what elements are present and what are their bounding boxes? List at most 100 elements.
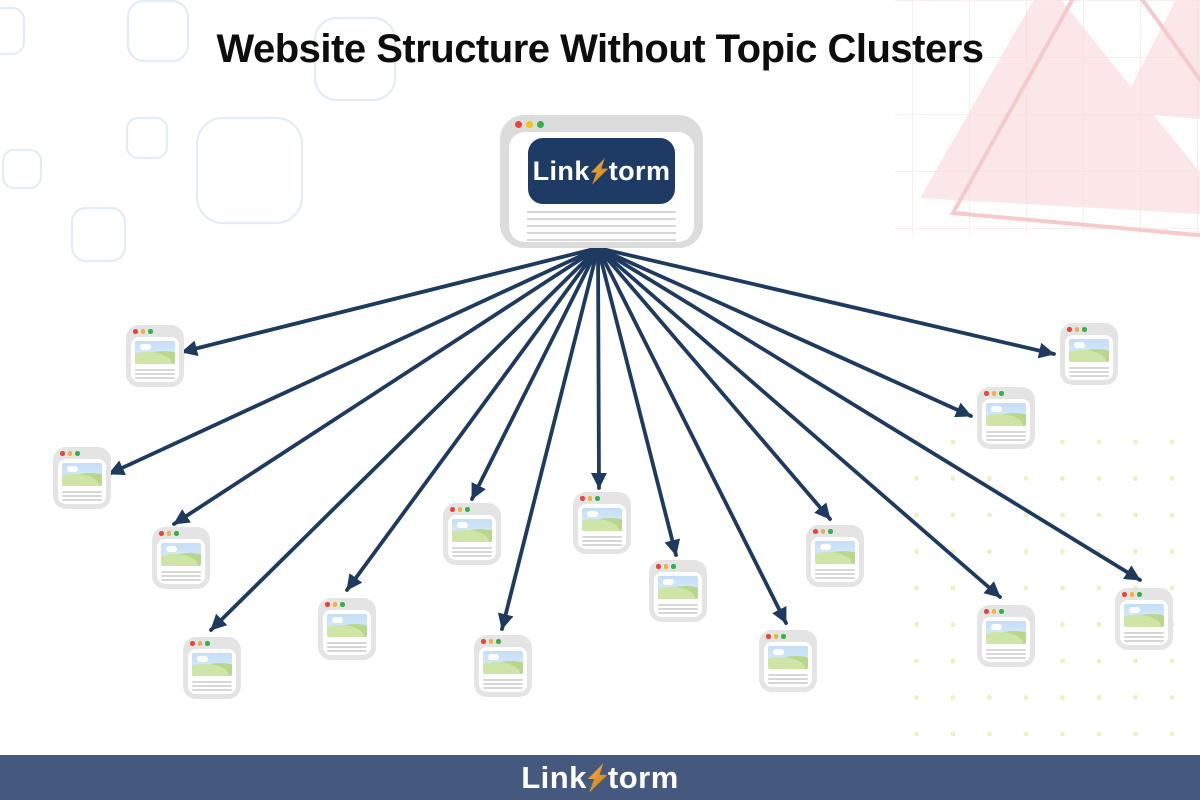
hub-to-page-arrow bbox=[470, 246, 600, 501]
page-traffic-lights bbox=[580, 496, 600, 501]
image-placeholder-icon bbox=[62, 463, 102, 486]
hub-to-page-arrow bbox=[596, 246, 832, 521]
orange-dot-icon bbox=[332, 602, 337, 607]
hill-icon bbox=[986, 632, 1023, 644]
hill-icon bbox=[62, 474, 99, 486]
red-dot-icon bbox=[984, 391, 989, 396]
green-dot-icon bbox=[465, 507, 470, 512]
red-dot-icon bbox=[481, 639, 486, 644]
red-dot-icon bbox=[450, 507, 455, 512]
image-placeholder-icon bbox=[452, 519, 492, 542]
page-traffic-lights bbox=[656, 564, 676, 569]
hub-to-page-arrow bbox=[596, 246, 1142, 582]
red-dot-icon bbox=[133, 329, 138, 334]
page-content-area bbox=[479, 647, 527, 692]
page-content-area bbox=[982, 617, 1030, 662]
placeholder-text-lines bbox=[658, 604, 698, 617]
placeholder-text-lines bbox=[582, 536, 622, 549]
page-content-area bbox=[448, 515, 496, 560]
placeholder-text-lines bbox=[161, 571, 201, 584]
green-dot-icon bbox=[496, 639, 501, 644]
hub-to-page-arrow bbox=[596, 246, 1056, 359]
green-dot-icon bbox=[174, 531, 179, 536]
hub-to-page-arrow bbox=[209, 246, 600, 632]
hill-icon bbox=[192, 664, 229, 676]
green-dot-icon bbox=[340, 602, 345, 607]
page-content-area bbox=[982, 399, 1030, 444]
placeholder-text-lines bbox=[986, 649, 1026, 662]
image-placeholder-icon bbox=[483, 651, 523, 674]
red-dot-icon bbox=[190, 641, 195, 646]
hill-icon bbox=[815, 552, 852, 564]
yellow-dot-icon bbox=[526, 121, 533, 128]
linkstorm-logo: Link torm bbox=[528, 138, 675, 204]
orange-dot-icon bbox=[67, 451, 72, 456]
yellow-dot-grid-decor bbox=[908, 432, 1192, 736]
red-dot-icon bbox=[1122, 592, 1127, 597]
image-placeholder-icon bbox=[768, 646, 808, 669]
cloud-icon bbox=[663, 579, 674, 585]
footer-bar: Link torm bbox=[0, 755, 1200, 800]
image-placeholder-icon bbox=[815, 541, 855, 564]
hill-icon bbox=[1069, 350, 1106, 362]
page-content-area bbox=[1065, 335, 1113, 380]
cloud-icon bbox=[67, 466, 78, 472]
child-page-icon bbox=[318, 598, 376, 660]
red-dot-icon bbox=[515, 121, 522, 128]
page-traffic-lights bbox=[813, 529, 833, 534]
child-page-icon bbox=[183, 637, 241, 699]
orange-dot-icon bbox=[1074, 327, 1079, 332]
page-traffic-lights bbox=[481, 639, 501, 644]
orange-dot-icon bbox=[587, 496, 592, 501]
footer-logo-link-text: Link bbox=[521, 759, 587, 795]
browser-content-area: Link torm bbox=[509, 132, 694, 242]
hub-browser-window: Link torm bbox=[500, 115, 703, 248]
logo-storm-text: torm bbox=[608, 155, 671, 186]
lightning-bolt-icon bbox=[590, 157, 609, 185]
hub-to-page-arrow bbox=[590, 246, 607, 490]
hub-to-page-arrow bbox=[596, 246, 973, 418]
child-page-icon bbox=[977, 387, 1035, 449]
orange-dot-icon bbox=[991, 609, 996, 614]
page-traffic-lights bbox=[766, 634, 786, 639]
red-dot-icon bbox=[1067, 327, 1072, 332]
child-page-icon bbox=[649, 560, 707, 622]
child-page-icon bbox=[126, 325, 184, 387]
page-traffic-lights bbox=[159, 531, 179, 536]
green-dot-icon bbox=[1137, 592, 1142, 597]
hub-to-page-arrow bbox=[172, 246, 600, 526]
footer-linkstorm-logo: Link torm bbox=[521, 760, 679, 796]
placeholder-text-lines bbox=[327, 642, 367, 655]
orange-dot-icon bbox=[197, 641, 202, 646]
green-dot-icon bbox=[828, 529, 833, 534]
child-page-icon bbox=[759, 630, 817, 692]
page-traffic-lights bbox=[133, 329, 153, 334]
lightning-bolt-icon bbox=[587, 762, 608, 793]
cloud-icon bbox=[587, 511, 598, 517]
child-page-icon bbox=[443, 503, 501, 565]
red-dot-icon bbox=[656, 564, 661, 569]
page-content-area bbox=[654, 572, 702, 617]
image-placeholder-icon bbox=[327, 614, 367, 637]
orange-dot-icon bbox=[663, 564, 668, 569]
red-dot-icon bbox=[984, 609, 989, 614]
cloud-icon bbox=[991, 624, 1002, 630]
hub-to-page-arrow bbox=[596, 246, 1002, 599]
image-placeholder-icon bbox=[192, 653, 232, 676]
cloud-icon bbox=[140, 344, 151, 350]
green-dot-icon bbox=[1082, 327, 1087, 332]
orange-dot-icon bbox=[166, 531, 171, 536]
hill-icon bbox=[161, 554, 198, 566]
logo-link-text: Link bbox=[532, 155, 590, 186]
hill-icon bbox=[327, 625, 364, 637]
placeholder-text-lines bbox=[62, 491, 102, 504]
green-dot-icon bbox=[781, 634, 786, 639]
image-placeholder-icon bbox=[1069, 339, 1109, 362]
child-page-icon bbox=[53, 447, 111, 509]
green-dot-icon bbox=[148, 329, 153, 334]
hill-icon bbox=[986, 414, 1023, 426]
red-dot-icon bbox=[766, 634, 771, 639]
page-content-area bbox=[1120, 600, 1168, 645]
placeholder-text-lines bbox=[483, 679, 523, 692]
placeholder-text-lines bbox=[815, 569, 855, 582]
